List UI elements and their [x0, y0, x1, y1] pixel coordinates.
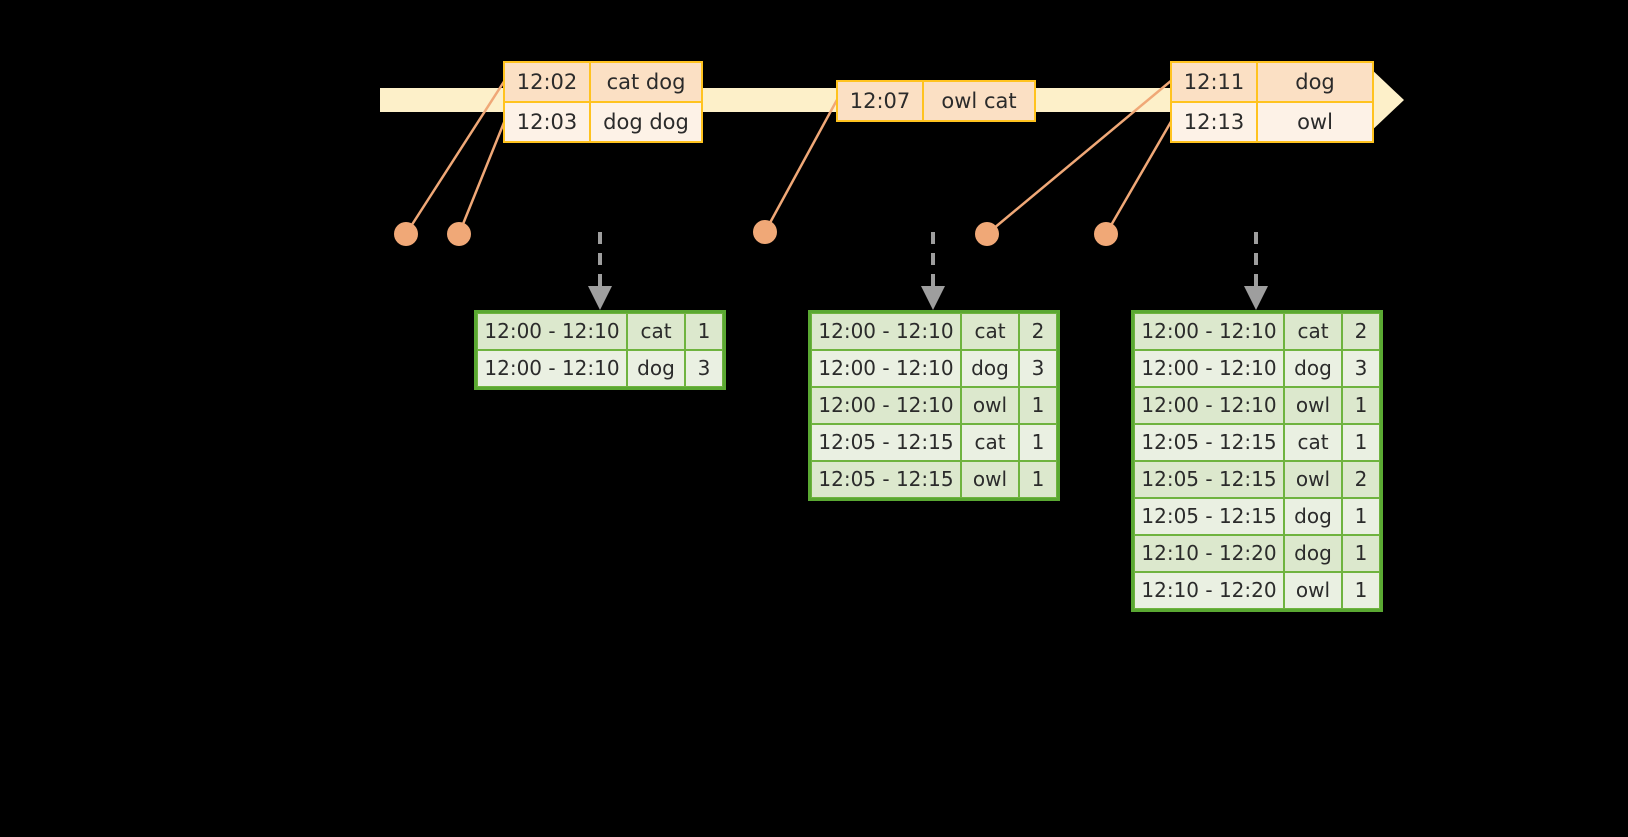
- cell-window: 12:00 - 12:10: [477, 313, 627, 350]
- connector-line-1: [404, 79, 507, 235]
- cell-key: dog: [961, 350, 1019, 387]
- event-dots: [394, 220, 1118, 246]
- emit-arrow-3: [1244, 232, 1268, 310]
- event-row[interactable]: 12:13 owl: [1172, 101, 1372, 141]
- cell-window: 12:00 - 12:10: [811, 313, 961, 350]
- event-row[interactable]: 12:03 dog dog: [505, 101, 701, 141]
- event-group-1[interactable]: 12:02 cat dog 12:03 dog dog: [503, 61, 703, 143]
- cell-key: owl: [1284, 461, 1342, 498]
- event-time: 12:07: [838, 82, 924, 120]
- cell-window: 12:10 - 12:20: [1134, 535, 1284, 572]
- event-time: 12:13: [1172, 103, 1258, 141]
- emit-arrow-2: [921, 232, 945, 310]
- connector-line-2: [457, 119, 507, 235]
- cell-key: dog: [1284, 498, 1342, 535]
- cell-window: 12:00 - 12:10: [1134, 387, 1284, 424]
- cell-count: 1: [1342, 572, 1380, 609]
- cell-count: 1: [1019, 461, 1057, 498]
- cell-count: 1: [1342, 387, 1380, 424]
- connector-line-5: [1104, 119, 1174, 235]
- event-value: owl cat: [924, 82, 1034, 120]
- cell-key: dog: [627, 350, 685, 387]
- event-time: 12:02: [505, 63, 591, 101]
- emit-arrow-1: [588, 232, 612, 310]
- cell-key: cat: [961, 424, 1019, 461]
- cell-key: cat: [961, 313, 1019, 350]
- cell-key: cat: [1284, 424, 1342, 461]
- cell-window: 12:05 - 12:15: [811, 461, 961, 498]
- cell-key: owl: [1284, 572, 1342, 609]
- cell-key: dog: [1284, 535, 1342, 572]
- event-time: 12:11: [1172, 63, 1258, 101]
- event-dot-5: [1094, 222, 1118, 246]
- cell-count: 1: [1019, 424, 1057, 461]
- connector-line-3: [763, 97, 840, 233]
- cell-window: 12:00 - 12:10: [477, 350, 627, 387]
- cell-window: 12:05 - 12:15: [1134, 461, 1284, 498]
- cell-count: 1: [685, 313, 723, 350]
- cell-count: 3: [1342, 350, 1380, 387]
- event-dot-4: [975, 222, 999, 246]
- event-group-2[interactable]: 12:07 owl cat: [836, 80, 1036, 122]
- cell-key: owl: [961, 461, 1019, 498]
- cell-count: 1: [1019, 387, 1057, 424]
- cell-count: 2: [1342, 313, 1380, 350]
- event-value: cat dog: [591, 63, 701, 101]
- event-dot-2: [447, 222, 471, 246]
- cell-count: 3: [685, 350, 723, 387]
- cell-count: 1: [1342, 424, 1380, 461]
- cell-window: 12:00 - 12:10: [811, 350, 961, 387]
- event-dot-3: [753, 220, 777, 244]
- cell-window: 12:00 - 12:10: [811, 387, 961, 424]
- cell-key: owl: [1284, 387, 1342, 424]
- event-value: owl: [1258, 103, 1372, 141]
- emit-arrows: [588, 232, 1268, 310]
- cell-window: 12:05 - 12:15: [1134, 498, 1284, 535]
- cell-count: 1: [1342, 535, 1380, 572]
- cell-key: cat: [1284, 313, 1342, 350]
- cell-key: cat: [627, 313, 685, 350]
- event-dot-1: [394, 222, 418, 246]
- event-value: dog: [1258, 63, 1372, 101]
- cell-window: 12:05 - 12:15: [811, 424, 961, 461]
- event-row[interactable]: 12:07 owl cat: [838, 82, 1034, 120]
- cell-key: dog: [1284, 350, 1342, 387]
- event-value: dog dog: [591, 103, 701, 141]
- event-row[interactable]: 12:11 dog: [1172, 63, 1372, 101]
- event-row[interactable]: 12:02 cat dog: [505, 63, 701, 101]
- cell-window: 12:00 - 12:10: [1134, 350, 1284, 387]
- cell-count: 2: [1342, 461, 1380, 498]
- event-time: 12:03: [505, 103, 591, 141]
- cell-count: 2: [1019, 313, 1057, 350]
- cell-count: 3: [1019, 350, 1057, 387]
- cell-key: owl: [961, 387, 1019, 424]
- cell-window: 12:05 - 12:15: [1134, 424, 1284, 461]
- cell-window: 12:00 - 12:10: [1134, 313, 1284, 350]
- event-group-3[interactable]: 12:11 dog 12:13 owl: [1170, 61, 1374, 143]
- cell-window: 12:10 - 12:20: [1134, 572, 1284, 609]
- cell-count: 1: [1342, 498, 1380, 535]
